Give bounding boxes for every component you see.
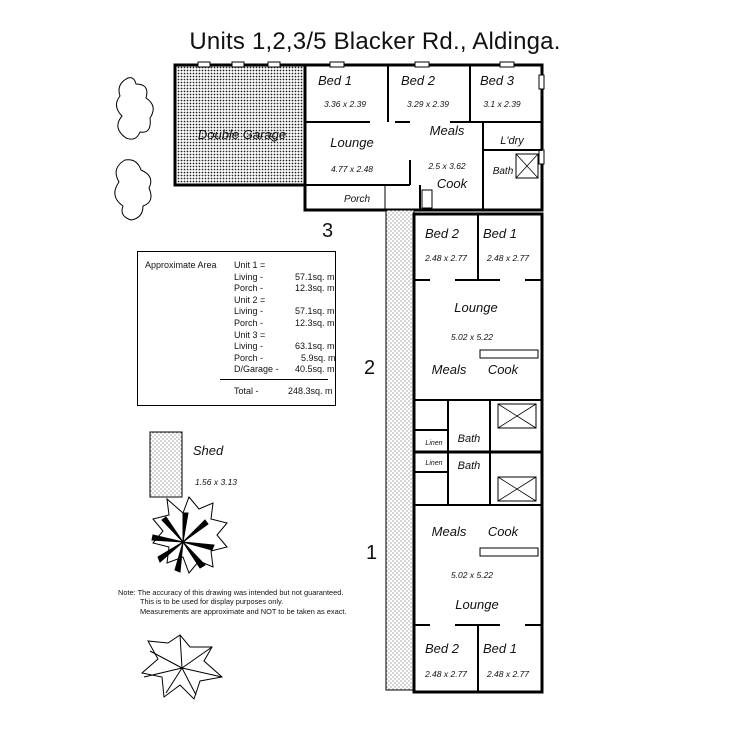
area-row-label: Living - [234,306,264,316]
u3-bed1-size: 3.36 x 2.39 [324,99,366,109]
unit-2-shower [497,403,537,429]
area-row-value: 12.3sq. m [295,318,335,328]
tree-round [151,496,228,574]
u1-bath-label: Bath [458,460,481,472]
unit-1-number: 1 [366,542,378,564]
area-total-value: 248.3sq. m [288,386,333,396]
u3-cook-size: 2.5 x 3.62 [427,161,466,171]
u1-cook-label: Cook [488,524,520,539]
note-line-1: Note: The accuracy of this drawing was i… [118,588,344,597]
u2-bed1-label: Bed 1 [483,226,517,241]
u1-bed1-label: Bed 1 [483,641,517,656]
u1-linen-label: Linen [425,460,442,467]
u3-porch-label: Porch [344,194,371,205]
side-walkway [385,209,415,691]
u2-lounge-label: Lounge [454,300,497,315]
area-row-label: Porch - [234,353,264,363]
u3-bed1-label: Bed 1 [318,73,352,88]
tree-lower [140,634,224,700]
u3-lounge-label: Lounge [330,135,373,150]
u3-laundry-label: L'dry [500,135,525,147]
bath-shower [515,153,539,179]
area-row-value: 63.1sq. m [295,341,335,351]
disclaimer-note: Note: The accuracy of this drawing was i… [118,588,347,616]
u2-bed2-label: Bed 2 [425,226,460,241]
u3-cook-label: Cook [437,176,469,191]
u3-meals-label: Meals [430,123,465,138]
area-row-value: 5.9sq. m [301,353,336,363]
unit-1-shower [497,476,537,502]
unit-3-porch [304,184,386,211]
area-table: Approximate Area Unit 1 = Living - 57.1sq… [137,251,336,406]
area-row-value: 40.5sq. m [295,364,335,374]
plan-title: Units 1,2,3/5 Blacker Rd., Aldinga. [189,28,561,55]
area-row-label: Living - [234,341,264,351]
u1-lounge-label: Lounge [455,597,498,612]
unit-1-block [412,450,544,694]
tree-top-left [114,77,154,221]
u3-bed3-size: 3.1 x 2.39 [483,99,521,109]
area-row-label: Living - [234,272,264,282]
u1-meals-label: Meals [432,524,467,539]
note-line-3: Measurements are approximate and NOT to … [140,606,347,616]
cooktop [421,189,433,209]
area-row-label: Unit 1 = [234,260,266,270]
u1-bed1-size: 2.48 x 2.77 [486,669,529,679]
u3-lounge-size: 4.77 x 2.48 [331,164,373,174]
unit-3-number: 3 [322,220,334,242]
u3-bed2-label: Bed 2 [401,73,436,88]
total-rule [220,379,328,380]
area-table-heading: Approximate Area [145,260,217,270]
area-row-label: Porch - [234,318,264,328]
shed-label: Shed [193,443,224,458]
u3-bed2-size: 3.29 x 2.39 [407,99,449,109]
u2-lounge-size: 5.02 x 5.22 [451,332,493,342]
area-row-label: D/Garage - [234,364,279,374]
unit-1-walls [414,452,542,692]
note-line-2: This is to be used for display purposes … [140,597,284,607]
unit-3-block [173,61,545,212]
area-total-label: Total - [234,386,259,396]
unit-3-windows [197,61,545,165]
u2-linen-label: Linen [425,440,442,447]
u2-meals-label: Meals [432,362,467,377]
area-row-label: Porch - [234,283,264,293]
area-row-value: 12.3sq. m [295,283,335,293]
u2-bed2-size: 2.48 x 2.77 [424,253,467,263]
area-row-label: Unit 3 = [234,330,266,340]
u2-cook-label: Cook [488,362,520,377]
area-row-label: Unit 2 = [234,295,266,305]
u3-bath-label: Bath [493,166,514,177]
u2-bed1-size: 2.48 x 2.77 [486,253,529,263]
garage-label: Double Garage [198,127,286,142]
u1-bed2-size: 2.48 x 2.77 [424,669,467,679]
unit-2-number: 2 [364,357,376,379]
u3-bed3-label: Bed 3 [480,73,515,88]
double-garage [173,63,307,187]
u2-bath-label: Bath [458,433,481,445]
shed-size: 1.56 x 3.13 [195,477,237,487]
unit-1-bench [479,547,539,557]
area-row-value: 57.1sq. m [295,306,335,316]
unit-2-walls [414,214,542,452]
unit-2-bench [479,349,539,359]
area-row-value: 57.1sq. m [295,272,335,282]
u1-bed2-label: Bed 2 [425,641,460,656]
shed [149,431,183,498]
u1-lounge-size: 5.02 x 5.22 [451,570,493,580]
